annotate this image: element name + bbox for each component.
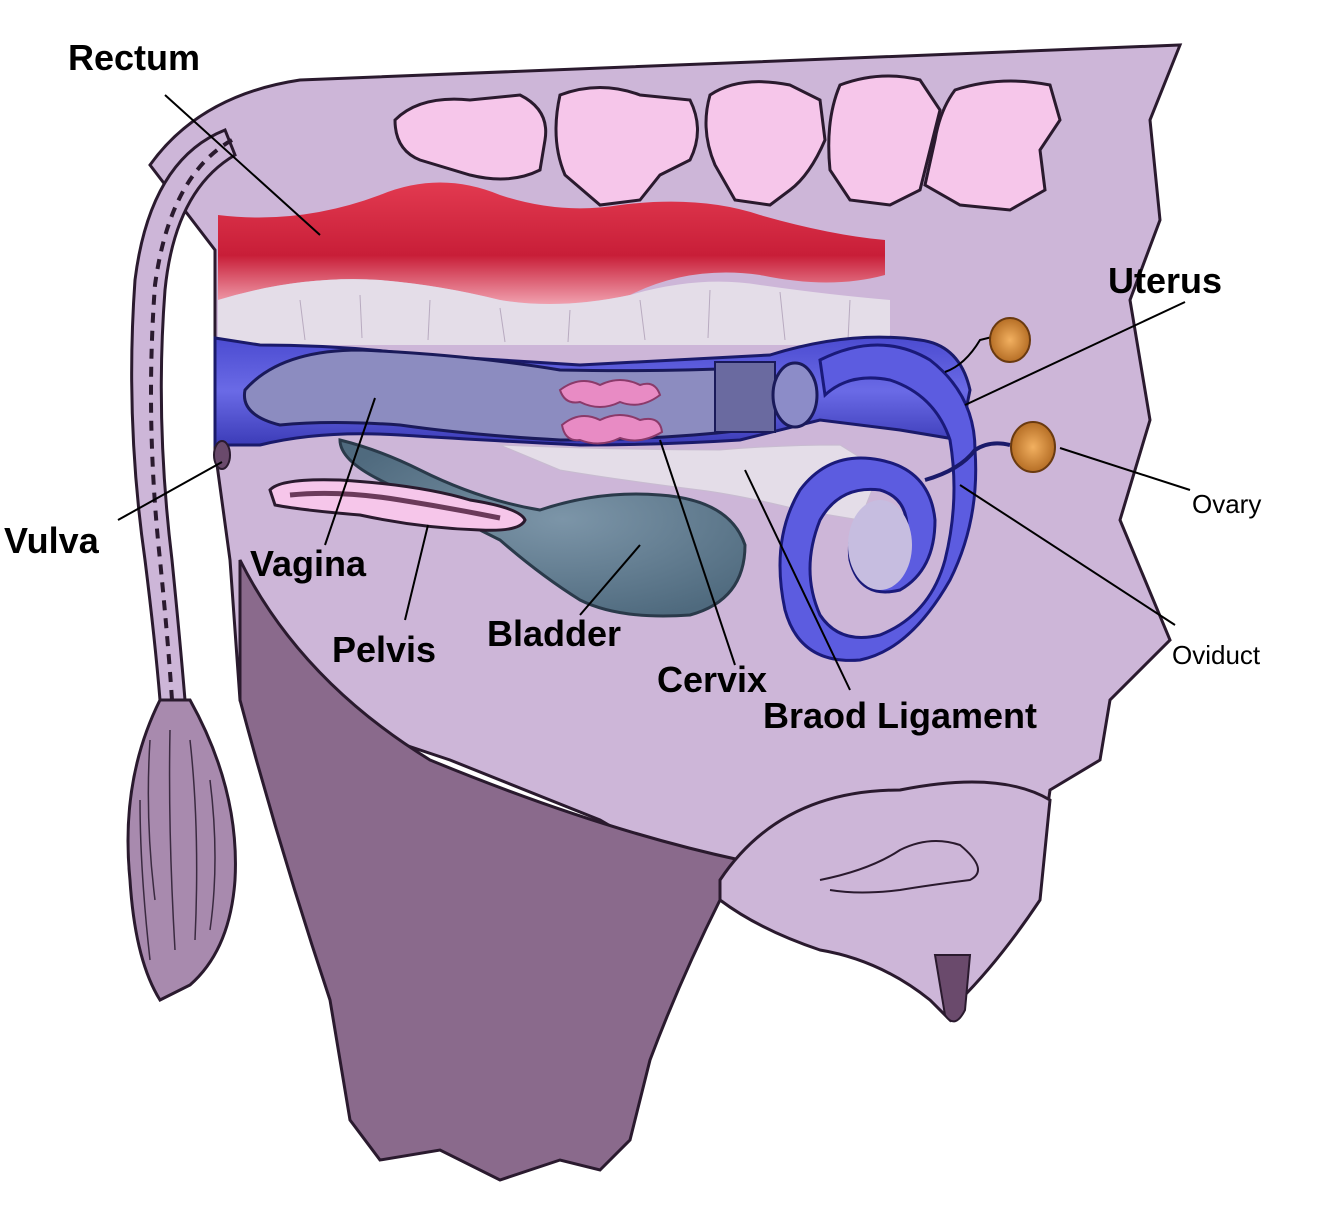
cervix-band: [714, 361, 776, 433]
leader-broad-ligament: [744, 469, 851, 691]
vertebra-1: [393, 93, 548, 181]
label-oviduct: Oviduct: [1172, 640, 1261, 670]
oviduct-upper: [944, 334, 1001, 373]
teat-shape: [933, 954, 972, 1023]
label-bladder: Bladder: [487, 613, 621, 654]
mesentery-band: [218, 279, 890, 345]
ovary-lower: [1010, 421, 1056, 473]
rectum-shape: [218, 182, 885, 304]
label-ovary: Ovary: [1192, 489, 1261, 519]
label-uterus: Uterus: [1108, 260, 1222, 301]
mesentery-fibers: [299, 289, 851, 343]
uterine-horn-lumen: [848, 500, 912, 590]
leader-lines: [117, 94, 1191, 691]
leader-cervix: [659, 439, 736, 666]
leader-vagina: [324, 397, 376, 546]
leader-bladder: [579, 544, 641, 616]
vertebra-4: [827, 74, 942, 207]
udder-vein: [819, 840, 979, 894]
label-vagina: Vagina: [250, 543, 367, 584]
leader-rectum: [164, 94, 321, 236]
cervix-ring: [771, 361, 819, 429]
label-cervix: Cervix: [657, 659, 767, 700]
leader-vulva: [117, 461, 223, 521]
vertebra-2: [554, 86, 699, 207]
leader-ovary: [1059, 447, 1191, 491]
tail-switch-hair: [139, 729, 216, 961]
pelvis-inner: [289, 490, 501, 521]
leader-oviduct: [959, 484, 1176, 626]
leader-pelvis: [404, 524, 429, 621]
ovary-upper: [989, 317, 1031, 363]
vertebra-3: [704, 80, 827, 207]
label-vulva: Vulva: [4, 520, 100, 561]
tail-switch: [126, 698, 237, 1002]
leader-uterus: [964, 301, 1186, 406]
label-broad-ligament: Braod Ligament: [763, 695, 1037, 736]
label-pelvis: Pelvis: [332, 629, 436, 670]
tail-vertebrae-line: [149, 138, 233, 701]
oviduct-lower: [924, 441, 1011, 482]
label-rectum: Rectum: [68, 37, 200, 78]
cervical-rings: [558, 379, 664, 445]
leg-shape: [238, 559, 743, 1182]
vertebra-5: [923, 79, 1062, 212]
vertebrae: [393, 74, 1062, 212]
vulva-shape: [213, 440, 231, 470]
